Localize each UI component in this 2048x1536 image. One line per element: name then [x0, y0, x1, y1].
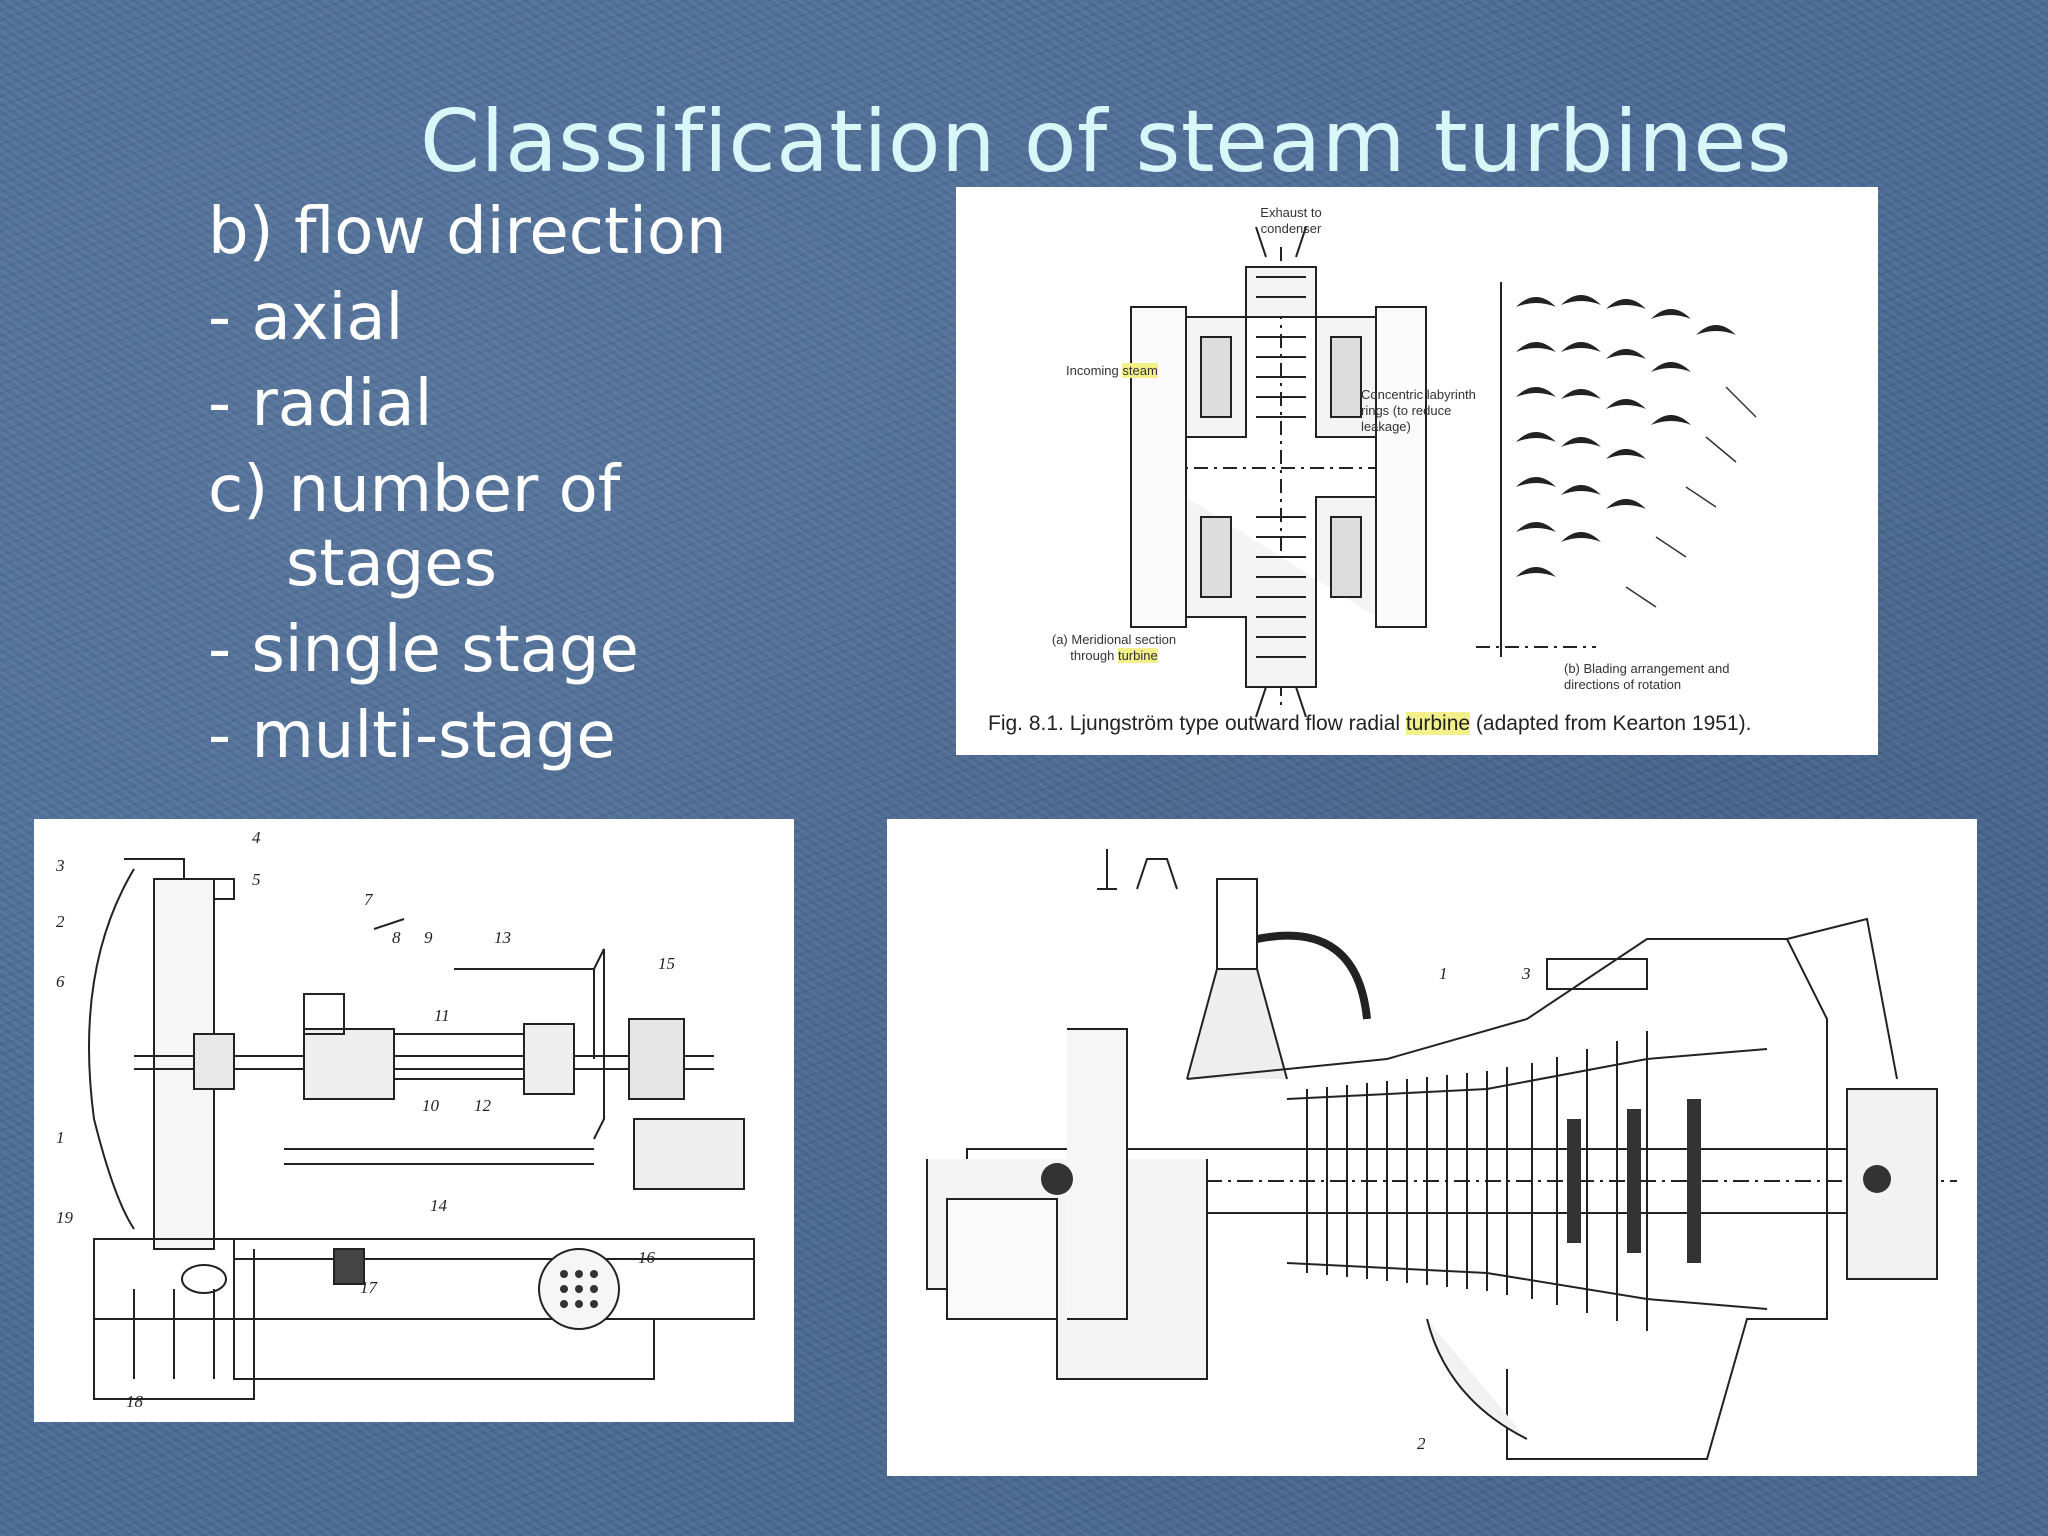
part-number-15: 15: [658, 954, 675, 973]
part-number-4: 4: [252, 828, 261, 847]
bullet-radial: - radial: [208, 367, 433, 441]
part-number-1: 1: [56, 1128, 65, 1147]
bullet-multi-stage: - multi-stage: [208, 699, 616, 773]
part-number-11: 11: [434, 1006, 450, 1025]
part-number-13: 13: [494, 928, 511, 947]
single-stage-turbine-figure: 1 2 3 4 5 6 7 8 9 10 11 12 13 14 15 16 1…: [34, 819, 794, 1422]
bullet-list: b) flow direction - axial - radial c) nu…: [208, 193, 908, 775]
part-number-2: 2: [56, 912, 65, 931]
radial-turbine-figure: Exhaust to condenser Incoming steam Conc…: [956, 187, 1878, 755]
part-number-10: 10: [422, 1096, 440, 1115]
part-number-8: 8: [392, 928, 401, 947]
figure-caption: Fig. 8.1. Ljungström type outward flow r…: [988, 712, 1752, 735]
bullet-axial: - axial: [208, 281, 404, 355]
label-meridional: (a) Meridional section through turbine: [1051, 632, 1177, 663]
radial-turbine-drawing: [1130, 226, 1757, 718]
part-number-7: 7: [364, 890, 374, 909]
part-number-12: 12: [474, 1096, 492, 1115]
part-number-2: 2: [1417, 1434, 1426, 1453]
part-number-19: 19: [56, 1208, 74, 1227]
multi-stage-turbine-figure: 1 2 3: [887, 819, 1977, 1476]
part-number-1: 1: [1439, 964, 1448, 983]
part-number-14: 14: [430, 1196, 448, 1215]
part-number-3: 3: [55, 856, 65, 875]
part-number-9: 9: [424, 928, 433, 947]
part-number-5: 5: [252, 870, 261, 889]
single-stage-turbine-drawing: 1 2 3 4 5 6 7 8 9 10 11 12 13 14 15 16 1…: [55, 828, 755, 1411]
bullet-single-stage: - single stage: [208, 613, 639, 687]
bullet-flow-direction: b) flow direction: [208, 195, 727, 269]
bullet-stages: stages: [286, 527, 497, 601]
part-number-16: 16: [638, 1248, 656, 1267]
multi-stage-turbine-drawing: 1 2 3: [926, 849, 1957, 1460]
label-concentric: Concentric labyrinth rings (to reduce le…: [1361, 387, 1476, 434]
part-number-17: 17: [360, 1278, 379, 1297]
part-number-3: 3: [1521, 964, 1531, 983]
part-number-18: 18: [126, 1392, 144, 1411]
label-incoming-steam: Incoming steam: [1066, 363, 1158, 378]
bullet-number-of: c) number of: [208, 453, 621, 527]
label-blading: (b) Blading arrangement and directions o…: [1564, 661, 1730, 692]
slide-title: Classification of steam turbines: [420, 92, 1793, 192]
label-exhaust: Exhaust to condenser: [1260, 205, 1322, 236]
part-number-6: 6: [56, 972, 65, 991]
